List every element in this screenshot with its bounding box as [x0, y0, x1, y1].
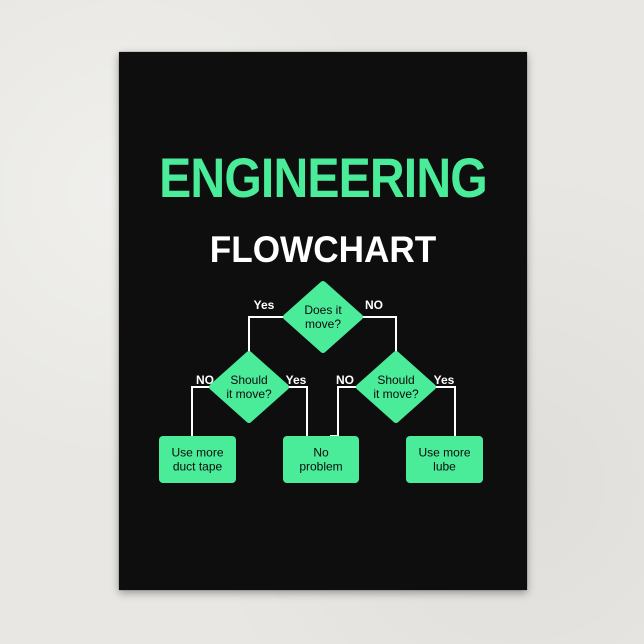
page-subtitle: FLOWCHART [209, 229, 437, 270]
postcard: ENGINEERING FLOWCHART [119, 52, 527, 590]
connector-q1-q3 [360, 316, 397, 354]
flowchart-connectors [191, 316, 456, 437]
edge-label-q1-q2: Yes [254, 298, 275, 312]
node-label-line: Does it [304, 303, 342, 317]
edge-label-q2-r2: Yes [286, 373, 307, 387]
connector-q3-r3 [433, 386, 456, 436]
result-box [406, 436, 483, 483]
result-box [159, 436, 236, 483]
node-label-line: problem [299, 460, 342, 474]
node-label-line: it move? [226, 387, 272, 401]
node-label-line: Use more [171, 446, 223, 460]
node-label-line: Should [377, 373, 414, 387]
edge-label-q2-r1: NO [196, 373, 214, 387]
node-label-line: lube [433, 460, 456, 474]
result-box [283, 436, 359, 483]
decision-diamond [356, 351, 436, 423]
node-label-line: duct tape [173, 460, 223, 474]
node-label-line: it move? [373, 387, 419, 401]
connector-q3-r2 [330, 386, 359, 437]
edge-label-q1-q3: NO [365, 298, 383, 312]
node-label-line: move? [305, 317, 341, 331]
connector-q2-r1 [191, 386, 212, 436]
node-label-line: No [313, 446, 329, 460]
decision-diamond [209, 351, 289, 423]
page-title: ENGINEERING [159, 146, 488, 209]
node-label-line: Use more [418, 446, 470, 460]
connector-q1-q2 [248, 316, 286, 354]
decision-diamond [283, 281, 363, 353]
edge-label-q3-r3: Yes [434, 373, 455, 387]
node-label-line: Should [230, 373, 267, 387]
connector-q2-r2 [286, 386, 308, 436]
edge-label-q3-r2: NO [336, 373, 354, 387]
